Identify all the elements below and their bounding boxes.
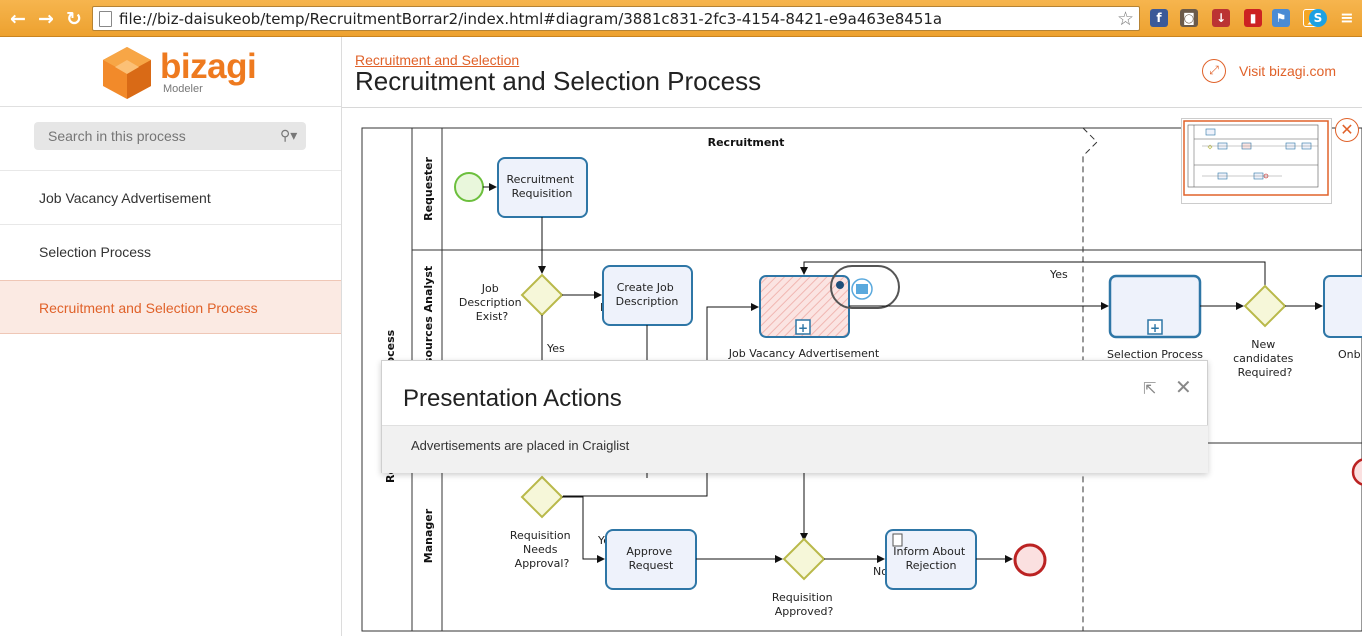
popup-close-icon[interactable]: ✕ — [1175, 375, 1192, 399]
url-text[interactable]: file://biz-daisukeob/temp/RecruitmentBor… — [119, 10, 943, 28]
sidebar-item-job-vacancy[interactable]: Job Vacancy Advertisement — [0, 170, 341, 224]
gateway-requisition-needs-approval-label: Requisition Needs Approval? — [510, 529, 574, 570]
sidebar: bizagi Modeler ⚲▾ Job Vacancy Advertisem… — [0, 37, 342, 636]
flow-label-yes-1: Yes — [546, 342, 565, 355]
star-icon[interactable]: ☆ — [1116, 8, 1134, 30]
subprocess-selection-label: Selection Process — [1107, 348, 1203, 361]
task-recruitment-requisition-label: Recruitment Requisition — [506, 173, 577, 200]
back-arrow-icon[interactable]: ← — [10, 8, 26, 30]
subprocess-job-vacancy-label: Job Vacancy Advertisement — [728, 347, 880, 360]
gateway-requisition-approved[interactable] — [782, 537, 826, 581]
menu-icon[interactable]: ≡ — [1340, 8, 1354, 27]
subprocess-onboarding[interactable] — [1323, 275, 1362, 338]
flag-icon[interactable]: ⚑ — [1272, 9, 1290, 27]
sidebar-item-recruitment-selection[interactable]: Recruitment and Selection Process — [0, 280, 341, 334]
reload-icon[interactable]: ↻ — [66, 8, 82, 30]
gateway-new-candidates[interactable] — [1243, 284, 1287, 328]
script-task-icon — [892, 533, 903, 547]
lane-hr-analyst: sources Analyst — [422, 266, 435, 364]
breadcrumb[interactable]: Recruitment and Selection — [355, 52, 520, 68]
gateway-job-description-exist-label: Job Description Exist? — [459, 282, 525, 323]
page-title: Recruitment and Selection Process — [355, 66, 762, 96]
instagram-icon[interactable]: ◙ — [1180, 9, 1198, 27]
diagram-minimap[interactable] — [1181, 118, 1332, 204]
phase-label: Recruitment — [708, 136, 785, 149]
page-icon — [99, 11, 112, 27]
minimap-preview — [1183, 120, 1329, 196]
presentation-dot-icon[interactable] — [836, 281, 844, 289]
subprocess-marker-icon-2 — [1147, 319, 1163, 335]
start-event[interactable] — [454, 172, 484, 202]
expand-icon[interactable]: ⤢ — [1202, 59, 1226, 83]
presentation-actions-popup: Presentation Actions ⇱ ✕ Advertisements … — [381, 360, 1208, 473]
hover-action-ring[interactable] — [830, 265, 900, 309]
lane-manager: Manager — [422, 508, 435, 563]
task-inform-about-rejection-label: Inform About Rejection — [893, 545, 968, 572]
popup-expand-icon[interactable]: ⇱ — [1143, 379, 1157, 398]
popup-text: Advertisements are placed in Craiglist — [411, 438, 630, 453]
popup-body: Advertisements are placed in Craiglist — [382, 425, 1208, 473]
end-event-right[interactable] — [1351, 458, 1362, 486]
gateway-requisition-approved-label: Requisition Approved? — [772, 591, 836, 618]
sidebar-item-selection-process[interactable]: Selection Process — [0, 224, 341, 278]
end-event[interactable] — [1013, 543, 1047, 577]
svg-text:+: + — [798, 321, 808, 335]
download-icon[interactable]: ↓ — [1212, 9, 1230, 27]
search-input[interactable] — [34, 122, 306, 150]
subprocess-marker-icon — [795, 319, 811, 335]
bookmark-icon[interactable]: ▮ — [1244, 9, 1262, 27]
lane-requester: Requester — [422, 157, 435, 221]
svg-text:+: + — [1150, 321, 1160, 335]
search-icon[interactable]: ⚲▾ — [280, 127, 298, 143]
flow-label-yes-2: Yes — [1049, 268, 1068, 281]
browser-toolbar: ← → ↻ file://biz-daisukeob/temp/Recruitm… — [0, 0, 1362, 37]
facebook-icon[interactable]: f — [1150, 9, 1168, 27]
logo-subtitle: Modeler — [163, 83, 203, 95]
popup-title: Presentation Actions — [403, 385, 622, 412]
logo-wordmark: bizagi — [160, 47, 257, 86]
address-bar[interactable]: file://biz-daisukeob/temp/RecruitmentBor… — [92, 6, 1140, 31]
gateway-requisition-needs-approval[interactable] — [520, 475, 564, 519]
task-approve-request-label: Approve Request — [626, 545, 675, 572]
visit-bizagi-link[interactable]: Visit bizagi.com — [1239, 63, 1337, 79]
minimap-close-icon[interactable]: ✕ — [1335, 118, 1359, 142]
forward-arrow-icon[interactable]: → — [38, 8, 54, 30]
flow-label-no-3: No — [873, 565, 888, 578]
task-create-job-description-label: Create Job Description — [616, 281, 679, 308]
logo[interactable]: bizagi Modeler — [0, 37, 341, 107]
skype-icon[interactable]: S — [1309, 9, 1327, 27]
bizagi-logo-icon — [103, 47, 151, 99]
subprocess-onboarding-label: Onb — [1338, 348, 1361, 361]
header-divider — [342, 107, 1362, 108]
gateway-new-candidates-label: New candidates Required? — [1233, 338, 1297, 379]
